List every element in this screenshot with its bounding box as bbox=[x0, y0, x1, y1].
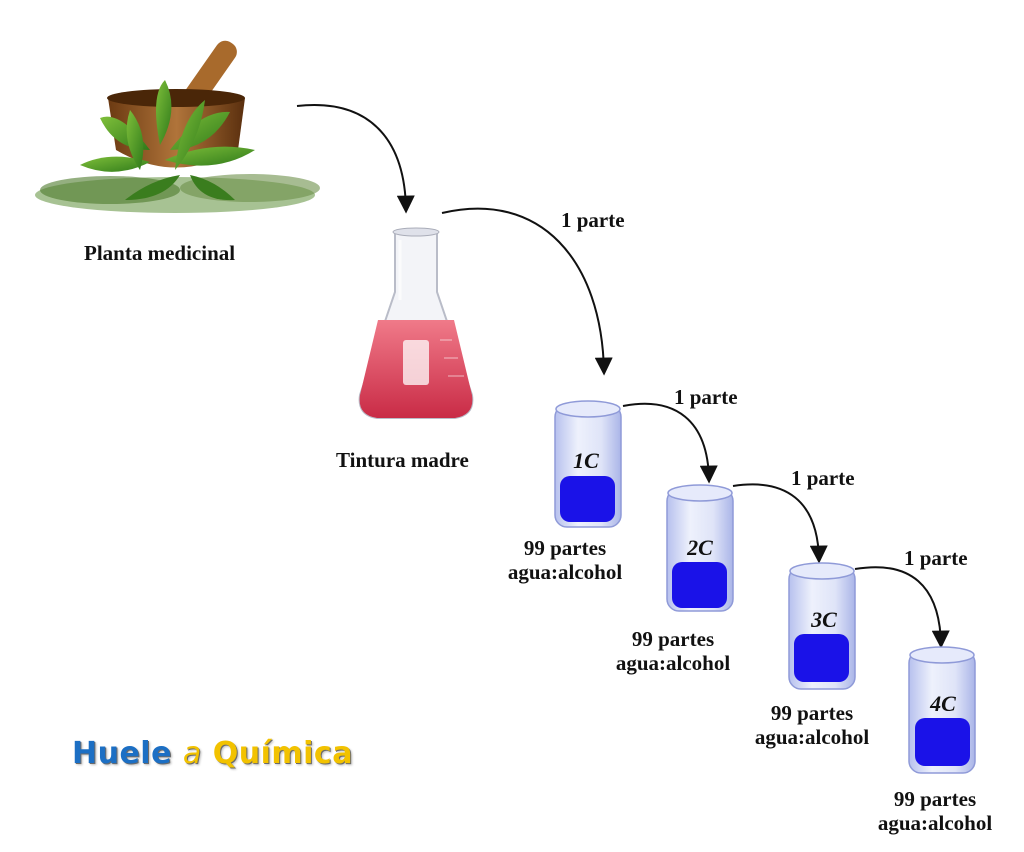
arrow-label-2: 1 parte bbox=[674, 385, 738, 409]
arrow-3c-to-4c bbox=[854, 566, 950, 649]
arrow-2c-to-3c bbox=[732, 483, 828, 564]
caption-line2: agua:alcohol bbox=[615, 651, 731, 675]
arrow-label-3: 1 parte bbox=[791, 466, 855, 490]
caption-line2: agua:alcohol bbox=[754, 725, 870, 749]
arrow-1c-to-2c bbox=[622, 402, 718, 484]
arrow-plant-to-tincture bbox=[296, 104, 415, 214]
container-label-3c: 3C bbox=[810, 607, 837, 632]
arrow-label-1: 1 parte bbox=[561, 208, 625, 232]
logo-word-huele: Huele bbox=[72, 736, 172, 771]
logo-word-a: a bbox=[182, 736, 202, 771]
logo-word-quimica: Química bbox=[212, 736, 353, 771]
container-caption-4c: 99 partes agua:alcohol bbox=[860, 787, 1010, 835]
container-caption-2c: 99 partes agua:alcohol bbox=[600, 627, 746, 675]
brand-logo: Huele a Química bbox=[72, 736, 353, 771]
container-1c: 1C bbox=[554, 400, 622, 528]
container-3c: 3C bbox=[788, 562, 856, 690]
container-4c: 4C bbox=[908, 646, 976, 774]
container-caption-1c: 99 partes agua:alcohol bbox=[500, 536, 630, 584]
caption-line2: agua:alcohol bbox=[507, 560, 623, 584]
arrow-tincture-to-1c bbox=[441, 207, 613, 376]
tincture-label: Tintura madre bbox=[336, 448, 469, 472]
erlenmeyer-flask-image bbox=[358, 227, 474, 419]
caption-line1: 99 partes bbox=[631, 627, 715, 651]
caption-line1: 99 partes bbox=[523, 536, 607, 560]
arrow-label-4: 1 parte bbox=[904, 546, 968, 570]
plant-label: Planta medicinal bbox=[84, 241, 236, 265]
container-label-2c: 2C bbox=[686, 535, 713, 560]
container-caption-3c: 99 partes agua:alcohol bbox=[738, 701, 886, 749]
container-label-4c: 4C bbox=[929, 691, 956, 716]
container-2c: 2C bbox=[666, 484, 734, 612]
caption-line1: 99 partes bbox=[893, 787, 977, 811]
caption-line2: agua:alcohol bbox=[877, 811, 993, 835]
container-label-1c: 1C bbox=[573, 448, 599, 473]
caption-line1: 99 partes bbox=[770, 701, 854, 725]
medicinal-plant-image bbox=[35, 40, 320, 213]
